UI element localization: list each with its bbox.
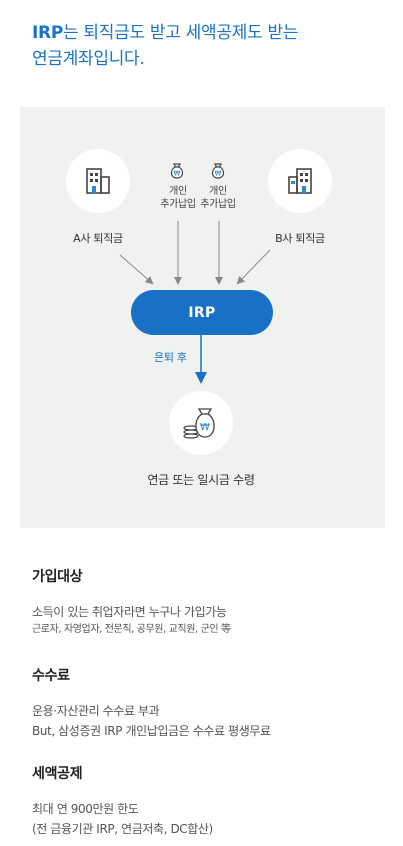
company-b-label: B사 퇴직금 <box>275 232 325 245</box>
section-line: 최대 연 900만원 한도 <box>32 802 139 816</box>
svg-text:₩: ₩ <box>174 170 181 178</box>
company-b-circle <box>268 149 332 213</box>
headline-highlight: IRP <box>32 23 63 43</box>
personal-deposit-label-1: 개인 추가납입 <box>160 186 196 210</box>
receive-label: 연금 또는 일시금 수령 <box>147 473 255 487</box>
section-fees: 수수료 운용·자산관리 수수료 부과 But, 삼성증권 IRP 개인납입금은 … <box>32 665 382 741</box>
arrow-from-company-b <box>236 249 271 285</box>
section-body: 최대 연 900만원 한도 (전 금융기관 IRP, 연금저축, DC합산) <box>32 799 382 839</box>
irp-pill: IRP <box>131 290 273 335</box>
section-title: 수수료 <box>32 668 70 684</box>
svg-text:₩: ₩ <box>200 422 210 433</box>
retire-label: 은퇴 후 <box>154 351 187 364</box>
section-title: 가입대상 <box>32 569 83 585</box>
flow-arrows <box>119 221 271 384</box>
section-line: But, 삼성증권 IRP 개인납입금은 수수료 평생무료 <box>32 724 271 738</box>
company-a-label: A사 퇴직금 <box>73 232 123 245</box>
headline-line-2: 연금계좌입니다. <box>32 49 145 69</box>
headline-rest: 는 퇴직금도 받고 세액공제도 받는 <box>62 23 299 43</box>
svg-text:₩: ₩ <box>215 170 222 178</box>
building-icon <box>86 168 110 194</box>
section-eligibility: 가입대상 소득이 있는 취업자라면 누구나 가입가능 근로자, 자영업자, 전문… <box>32 566 382 638</box>
section-note: 근로자, 자영업자, 전문직, 공무원, 교직원, 군인 等 <box>32 624 231 635</box>
section-body: 운용·자산관리 수수료 부과 But, 삼성증권 IRP 개인납입금은 수수료 … <box>32 701 382 741</box>
money-bag-coins-icon: ₩ <box>183 408 215 439</box>
money-bag-icon: ₩ <box>170 163 184 179</box>
section-line: (전 금융기관 IRP, 연금저축, DC합산) <box>32 822 213 836</box>
page-headline: IRP는 퇴직금도 받고 세액공제도 받는 연금계좌입니다. <box>32 20 382 72</box>
building-icon <box>288 168 312 194</box>
money-bag-icon: ₩ <box>211 163 225 179</box>
personal-deposit-label-2: 개인 추가납입 <box>200 186 236 210</box>
receive-circle: ₩ <box>169 391 233 455</box>
headline-line-1: IRP는 퇴직금도 받고 세액공제도 받는 <box>32 20 382 46</box>
company-a-circle <box>66 149 130 213</box>
section-body: 소득이 있는 취업자라면 누구나 가입가능 근로자, 자영업자, 전문직, 공무… <box>32 602 382 638</box>
section-title: 세액공제 <box>32 766 83 782</box>
irp-flow-diagram: A사 퇴직금 B사 퇴직금 ₩ ₩ 개인 추가납입 개인 추가납입 IRP 은퇴… <box>20 107 385 528</box>
section-line: 운용·자산관리 수수료 부과 <box>32 704 160 718</box>
arrow-from-company-a <box>119 254 154 285</box>
section-tax-deduction: 세액공제 최대 연 900만원 한도 (전 금융기관 IRP, 연금저축, DC… <box>32 763 382 839</box>
section-line: 소득이 있는 취업자라면 누구나 가입가능 <box>32 605 227 619</box>
